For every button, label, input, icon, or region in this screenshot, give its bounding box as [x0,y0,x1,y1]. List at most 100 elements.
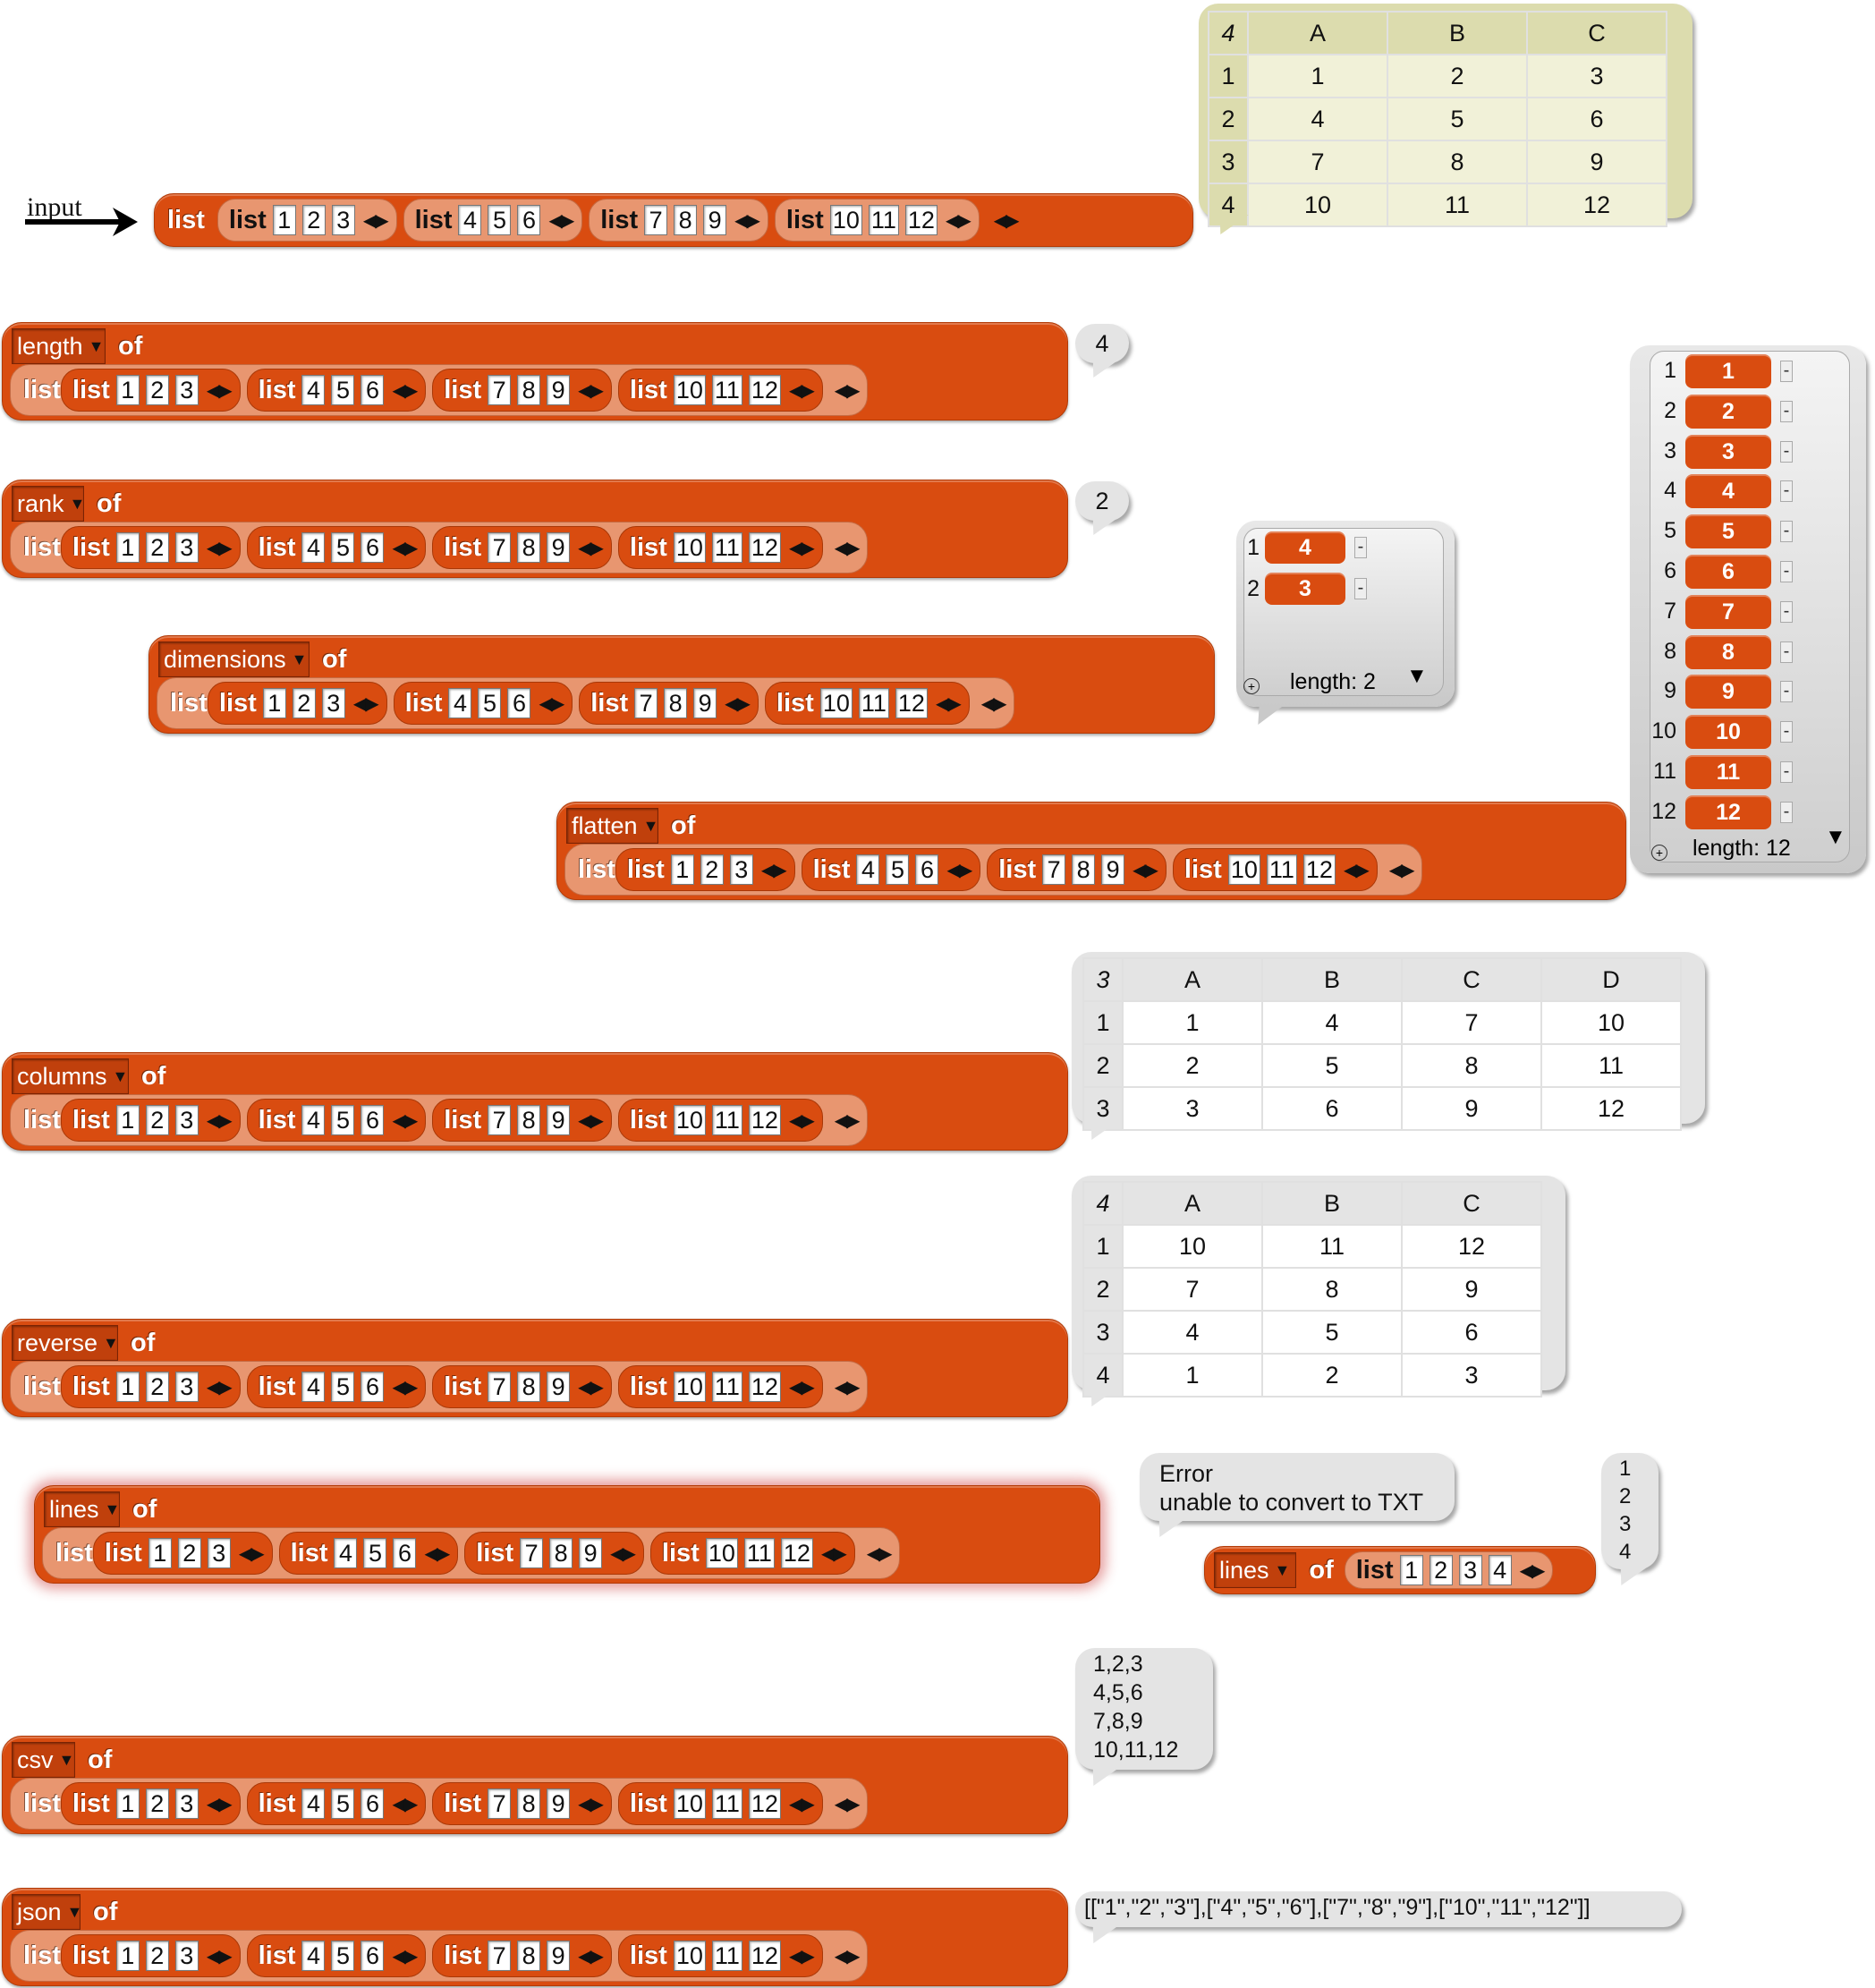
remove-item-icon[interactable]: - [1780,440,1793,463]
arrows-icon[interactable]: ◀▶ [424,1543,450,1564]
dropdown-arrow-icon[interactable]: ▼ [69,494,86,513]
value-slot[interactable]: 10 [1227,854,1260,885]
value-slot[interactable]: 4 [856,854,880,885]
value-slot[interactable]: 11 [711,1105,742,1135]
dropdown-arrow-icon[interactable]: ▼ [291,650,308,668]
value-slot[interactable]: 3 [174,375,199,405]
value-slot[interactable]: 2 [145,532,169,563]
arrows-icon[interactable]: ◀▶ [788,1794,815,1814]
arrows-icon[interactable]: ◀▶ [866,1543,893,1564]
value-slot[interactable]: 7 [488,1941,512,1971]
value-slot[interactable]: 5 [331,375,355,405]
value-slot[interactable]: 7 [520,1538,544,1568]
value-slot[interactable]: 1 [115,1788,140,1819]
arrows-icon[interactable]: ◀▶ [206,1794,233,1814]
arrows-icon[interactable]: ◀▶ [1343,860,1370,880]
value-slot[interactable]: 3 [1458,1555,1482,1585]
value-slot[interactable]: 10 [673,375,706,405]
value-slot[interactable]: 1 [262,688,286,718]
arrows-icon[interactable]: ◀▶ [980,693,1007,714]
value-slot[interactable]: 5 [488,205,512,235]
value-slot[interactable]: 1 [115,375,140,405]
value-slot[interactable]: 3 [174,532,199,563]
value-slot[interactable]: 10 [673,1372,706,1402]
arrows-icon[interactable]: ◀▶ [206,1946,233,1967]
remove-item-icon[interactable]: - [1780,480,1793,503]
arrows-icon[interactable]: ◀▶ [206,380,233,401]
value-slot[interactable]: 10 [673,1941,706,1971]
arrows-icon[interactable]: ◀▶ [760,860,787,880]
arrows-icon[interactable]: ◀▶ [578,380,604,401]
csv-dropdown[interactable]: csv▼ [12,1742,75,1778]
value-slot[interactable]: 2 [292,688,316,718]
value-slot[interactable]: 2 [700,854,724,885]
remove-item-icon[interactable]: - [1780,361,1793,382]
arrows-icon[interactable]: ◀▶ [539,693,564,714]
value-slot[interactable]: 11 [743,1538,775,1568]
value-slot[interactable]: 7 [488,1788,512,1819]
value-slot[interactable]: 7 [488,532,512,563]
value-slot[interactable]: 12 [748,1105,781,1135]
value-slot[interactable]: 7 [1042,854,1066,885]
value-slot[interactable]: 9 [547,1788,571,1819]
remove-item-icon[interactable]: - [1780,400,1793,422]
flatten-dropdown[interactable]: flatten▼ [566,808,658,844]
arrows-icon[interactable]: ◀▶ [578,1377,604,1398]
value-slot[interactable]: 11 [711,1788,742,1819]
value-slot[interactable]: 12 [748,532,781,563]
value-slot[interactable]: 1 [115,1372,140,1402]
value-slot[interactable]: 7 [488,375,512,405]
value-slot[interactable]: 1 [148,1538,172,1568]
value-slot[interactable]: 9 [1101,854,1125,885]
arrows-icon[interactable]: ◀▶ [362,210,389,231]
dropdown-arrow-icon[interactable]: ▼ [104,1499,121,1518]
arrows-icon[interactable]: ◀▶ [834,1794,861,1814]
value-slot[interactable]: 5 [331,1372,355,1402]
arrows-icon[interactable]: ◀▶ [1388,860,1415,880]
value-slot[interactable]: 5 [331,532,355,563]
value-slot[interactable]: 10 [829,205,862,235]
value-slot[interactable]: 3 [174,1105,199,1135]
arrows-icon[interactable]: ◀▶ [788,1377,815,1398]
value-slot[interactable]: 3 [174,1372,199,1402]
arrows-icon[interactable]: ◀▶ [820,1543,847,1564]
arrows-icon[interactable]: ◀▶ [734,210,760,231]
value-slot[interactable]: 8 [517,532,541,563]
arrows-icon[interactable]: ◀▶ [946,860,972,880]
value-slot[interactable]: 5 [331,1105,355,1135]
value-slot[interactable]: 5 [363,1538,387,1568]
arrows-icon[interactable]: ◀▶ [392,1377,418,1398]
arrows-icon[interactable]: ◀▶ [578,1946,604,1967]
value-slot[interactable]: 1 [670,854,694,885]
value-slot[interactable]: 8 [517,1788,541,1819]
value-slot[interactable]: 2 [145,1788,169,1819]
arrows-icon[interactable]: ◀▶ [935,693,962,714]
arrows-icon[interactable]: ◀▶ [725,693,751,714]
arrows-icon[interactable]: ◀▶ [1519,1560,1546,1581]
value-slot[interactable]: 4 [301,1372,326,1402]
add-icon[interactable]: + [1651,845,1667,861]
dropdown-arrow-icon[interactable]: ▼ [642,816,659,835]
dropdown-arrow-icon[interactable]: ▼ [1274,1560,1291,1579]
arrows-icon[interactable]: ◀▶ [834,1110,861,1131]
